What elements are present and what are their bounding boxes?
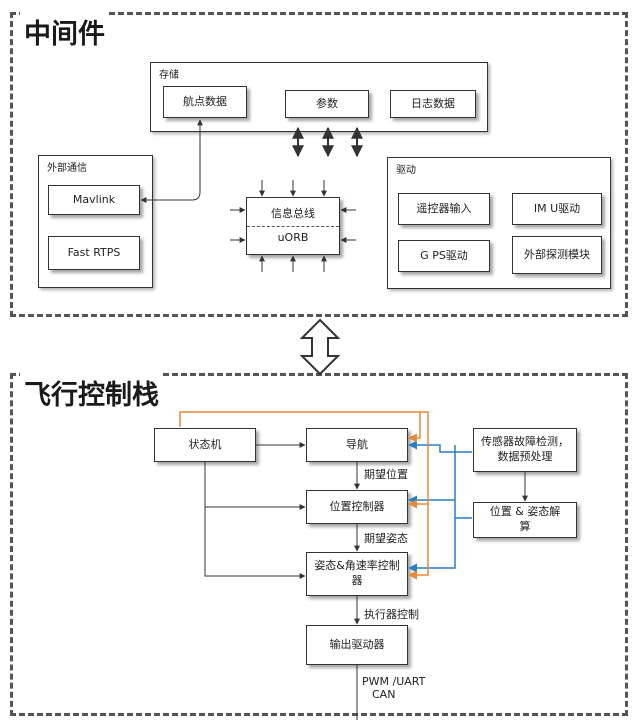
output-driver-box: 输出驱动器: [306, 625, 408, 665]
message-bus-line2: uORB: [277, 230, 309, 244]
storage-bus-arrows: [292, 126, 363, 158]
navigation-box: 导航: [306, 428, 408, 462]
pose-estimation-box: 位置 & 姿态解算: [473, 502, 577, 538]
expected-position-label: 期望位置: [364, 468, 408, 481]
flight-stack-title: 飞行控制栈: [20, 373, 163, 412]
imu-driver-box: IM U驱动: [512, 193, 602, 225]
expected-attitude-label: 期望姿态: [364, 532, 408, 545]
mavlink-box: Mavlink: [48, 185, 140, 215]
actuator-control-label: 执行器控制: [364, 608, 419, 621]
middleware-flightstack-double-arrow: [299, 318, 341, 376]
rc-input-box: 遥控器输入: [398, 193, 490, 225]
middleware-region: [10, 12, 628, 317]
output-bus-label-1: PWM /UART: [362, 675, 426, 688]
bus-input-arrows: [230, 180, 356, 272]
sensor-fault-box: 传感器故障检测，数据预处理: [473, 428, 577, 472]
state-machine-box: 状态机: [154, 428, 256, 462]
fastrtps-box: Fast RTPS: [48, 236, 140, 270]
flight-stack-region: [10, 373, 628, 716]
params-box: 参数: [285, 90, 369, 118]
ext-sensor-box: 外部探测模块: [512, 236, 602, 274]
attitude-controller-box: 姿态&角速率控制器: [306, 552, 408, 596]
storage-label: 存储: [159, 70, 179, 81]
message-bus-box: 信息总线 uORB: [246, 197, 340, 255]
external-comms-label: 外部通信: [47, 163, 87, 174]
state-feedback-arrows: [179, 411, 429, 580]
estimation-feedback-arrows: [408, 440, 472, 573]
message-bus-line1: 信息总线: [247, 207, 339, 227]
drivers-label: 驱动: [396, 165, 416, 176]
output-bus-label-2: CAN: [372, 688, 396, 701]
flight-flow-arrows: [204, 442, 528, 720]
waypoints-mavlink-link: [140, 119, 203, 203]
log-box: 日志数据: [390, 90, 476, 118]
waypoints-box: 航点数据: [163, 86, 247, 118]
position-controller-box: 位置控制器: [306, 490, 408, 524]
gps-driver-box: G PS驱动: [398, 240, 490, 272]
middleware-title: 中间件: [20, 12, 109, 51]
